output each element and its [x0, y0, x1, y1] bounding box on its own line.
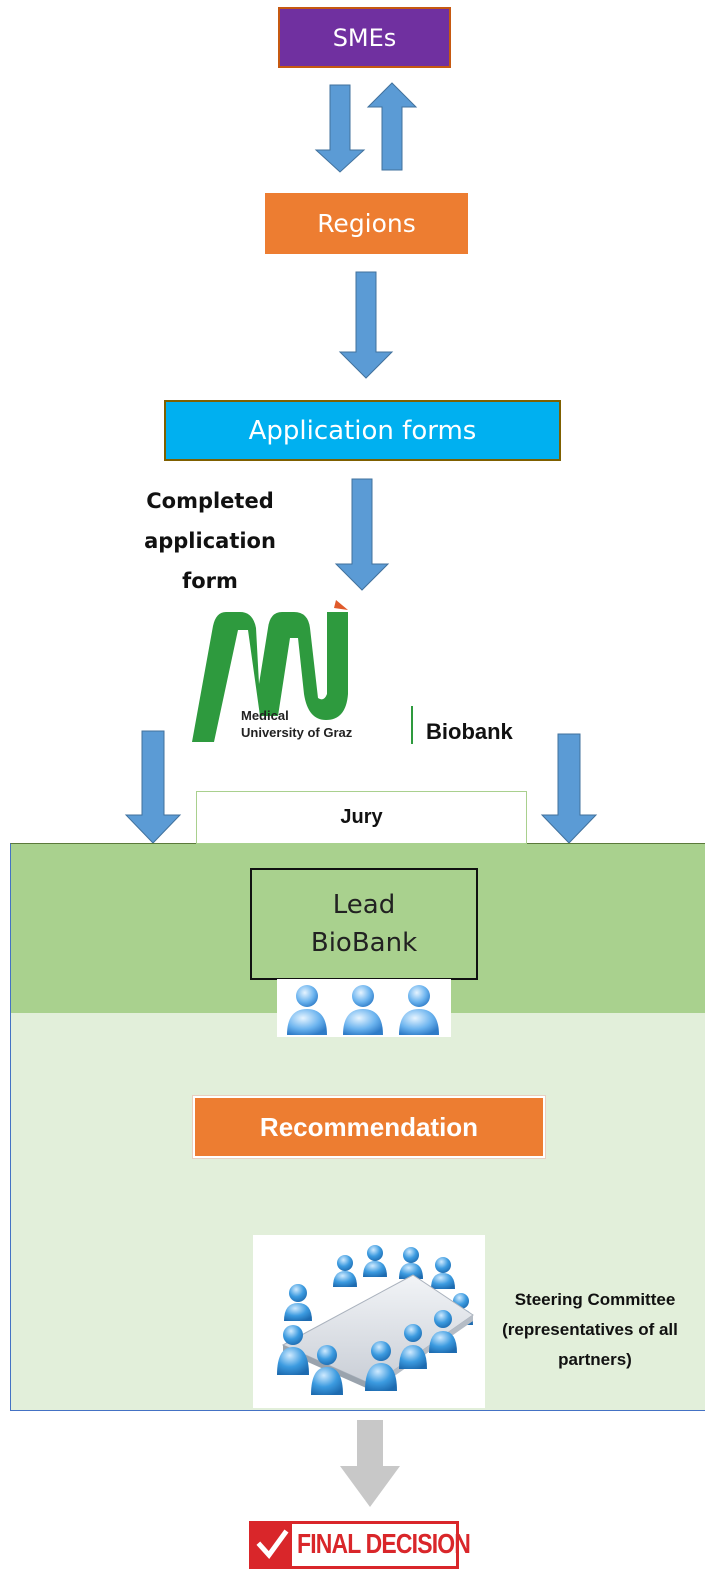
people-icon [287, 985, 439, 1035]
arrow-left-to-jury [124, 730, 182, 844]
steering-line-2: (representatives of all [502, 1320, 678, 1339]
steering-committee-caption: Steering Committee (representatives of a… [485, 1285, 705, 1375]
lead-line-1: Lead [332, 890, 396, 920]
recommendation-label: Recommendation [259, 1111, 479, 1142]
steering-line-3: partners) [558, 1350, 632, 1369]
logo-org-line-2: University of Graz [241, 725, 353, 740]
logo-unit: Biobank [426, 719, 513, 744]
committee-meeting-image [253, 1235, 485, 1408]
final-decision-label: FINAL DECISION [297, 1528, 471, 1559]
biobank-logo: Medical University of Graz Biobank [186, 598, 536, 754]
final-decision-frame [249, 1521, 459, 1569]
arrow-committee-to-final [340, 1420, 400, 1507]
arrow-forms-to-biobank [334, 478, 390, 591]
regions-label: Regions [317, 209, 416, 238]
completed-line-1: Completed [146, 489, 274, 513]
jury-label: Jury [340, 806, 383, 828]
logo-divider [411, 706, 413, 744]
arrow-right-to-jury [540, 733, 598, 844]
jury-tab-cover [197, 843, 526, 846]
completed-line-3: form [182, 569, 238, 593]
smes-box: SMEs [278, 7, 451, 68]
arrow-smes-to-regions [314, 84, 366, 173]
completed-form-caption: Completed application form [140, 481, 280, 601]
meeting-table-icon [277, 1245, 474, 1395]
application-forms-label: Application forms [248, 415, 477, 446]
completed-line-2: application [144, 529, 276, 553]
smes-label: SMEs [332, 23, 397, 52]
arrow-regions-to-forms [338, 271, 394, 379]
final-decision-stamp: FINAL DECISION [249, 1521, 471, 1571]
jury-members-icons [277, 979, 451, 1037]
jury-tab: Jury [196, 791, 527, 846]
lead-line-2: BioBank [310, 928, 418, 958]
regions-box: Regions [265, 193, 468, 254]
application-forms-box: Application forms [164, 400, 561, 461]
lead-biobank-box: Lead BioBank [250, 868, 478, 980]
steering-line-1: Steering Committee [514, 1290, 676, 1309]
mu-logo-mark [192, 600, 348, 742]
arrow-regions-to-smes [366, 82, 418, 171]
logo-org-line-1: Medical [241, 708, 289, 723]
recommendation-box: Recommendation [193, 1096, 545, 1158]
